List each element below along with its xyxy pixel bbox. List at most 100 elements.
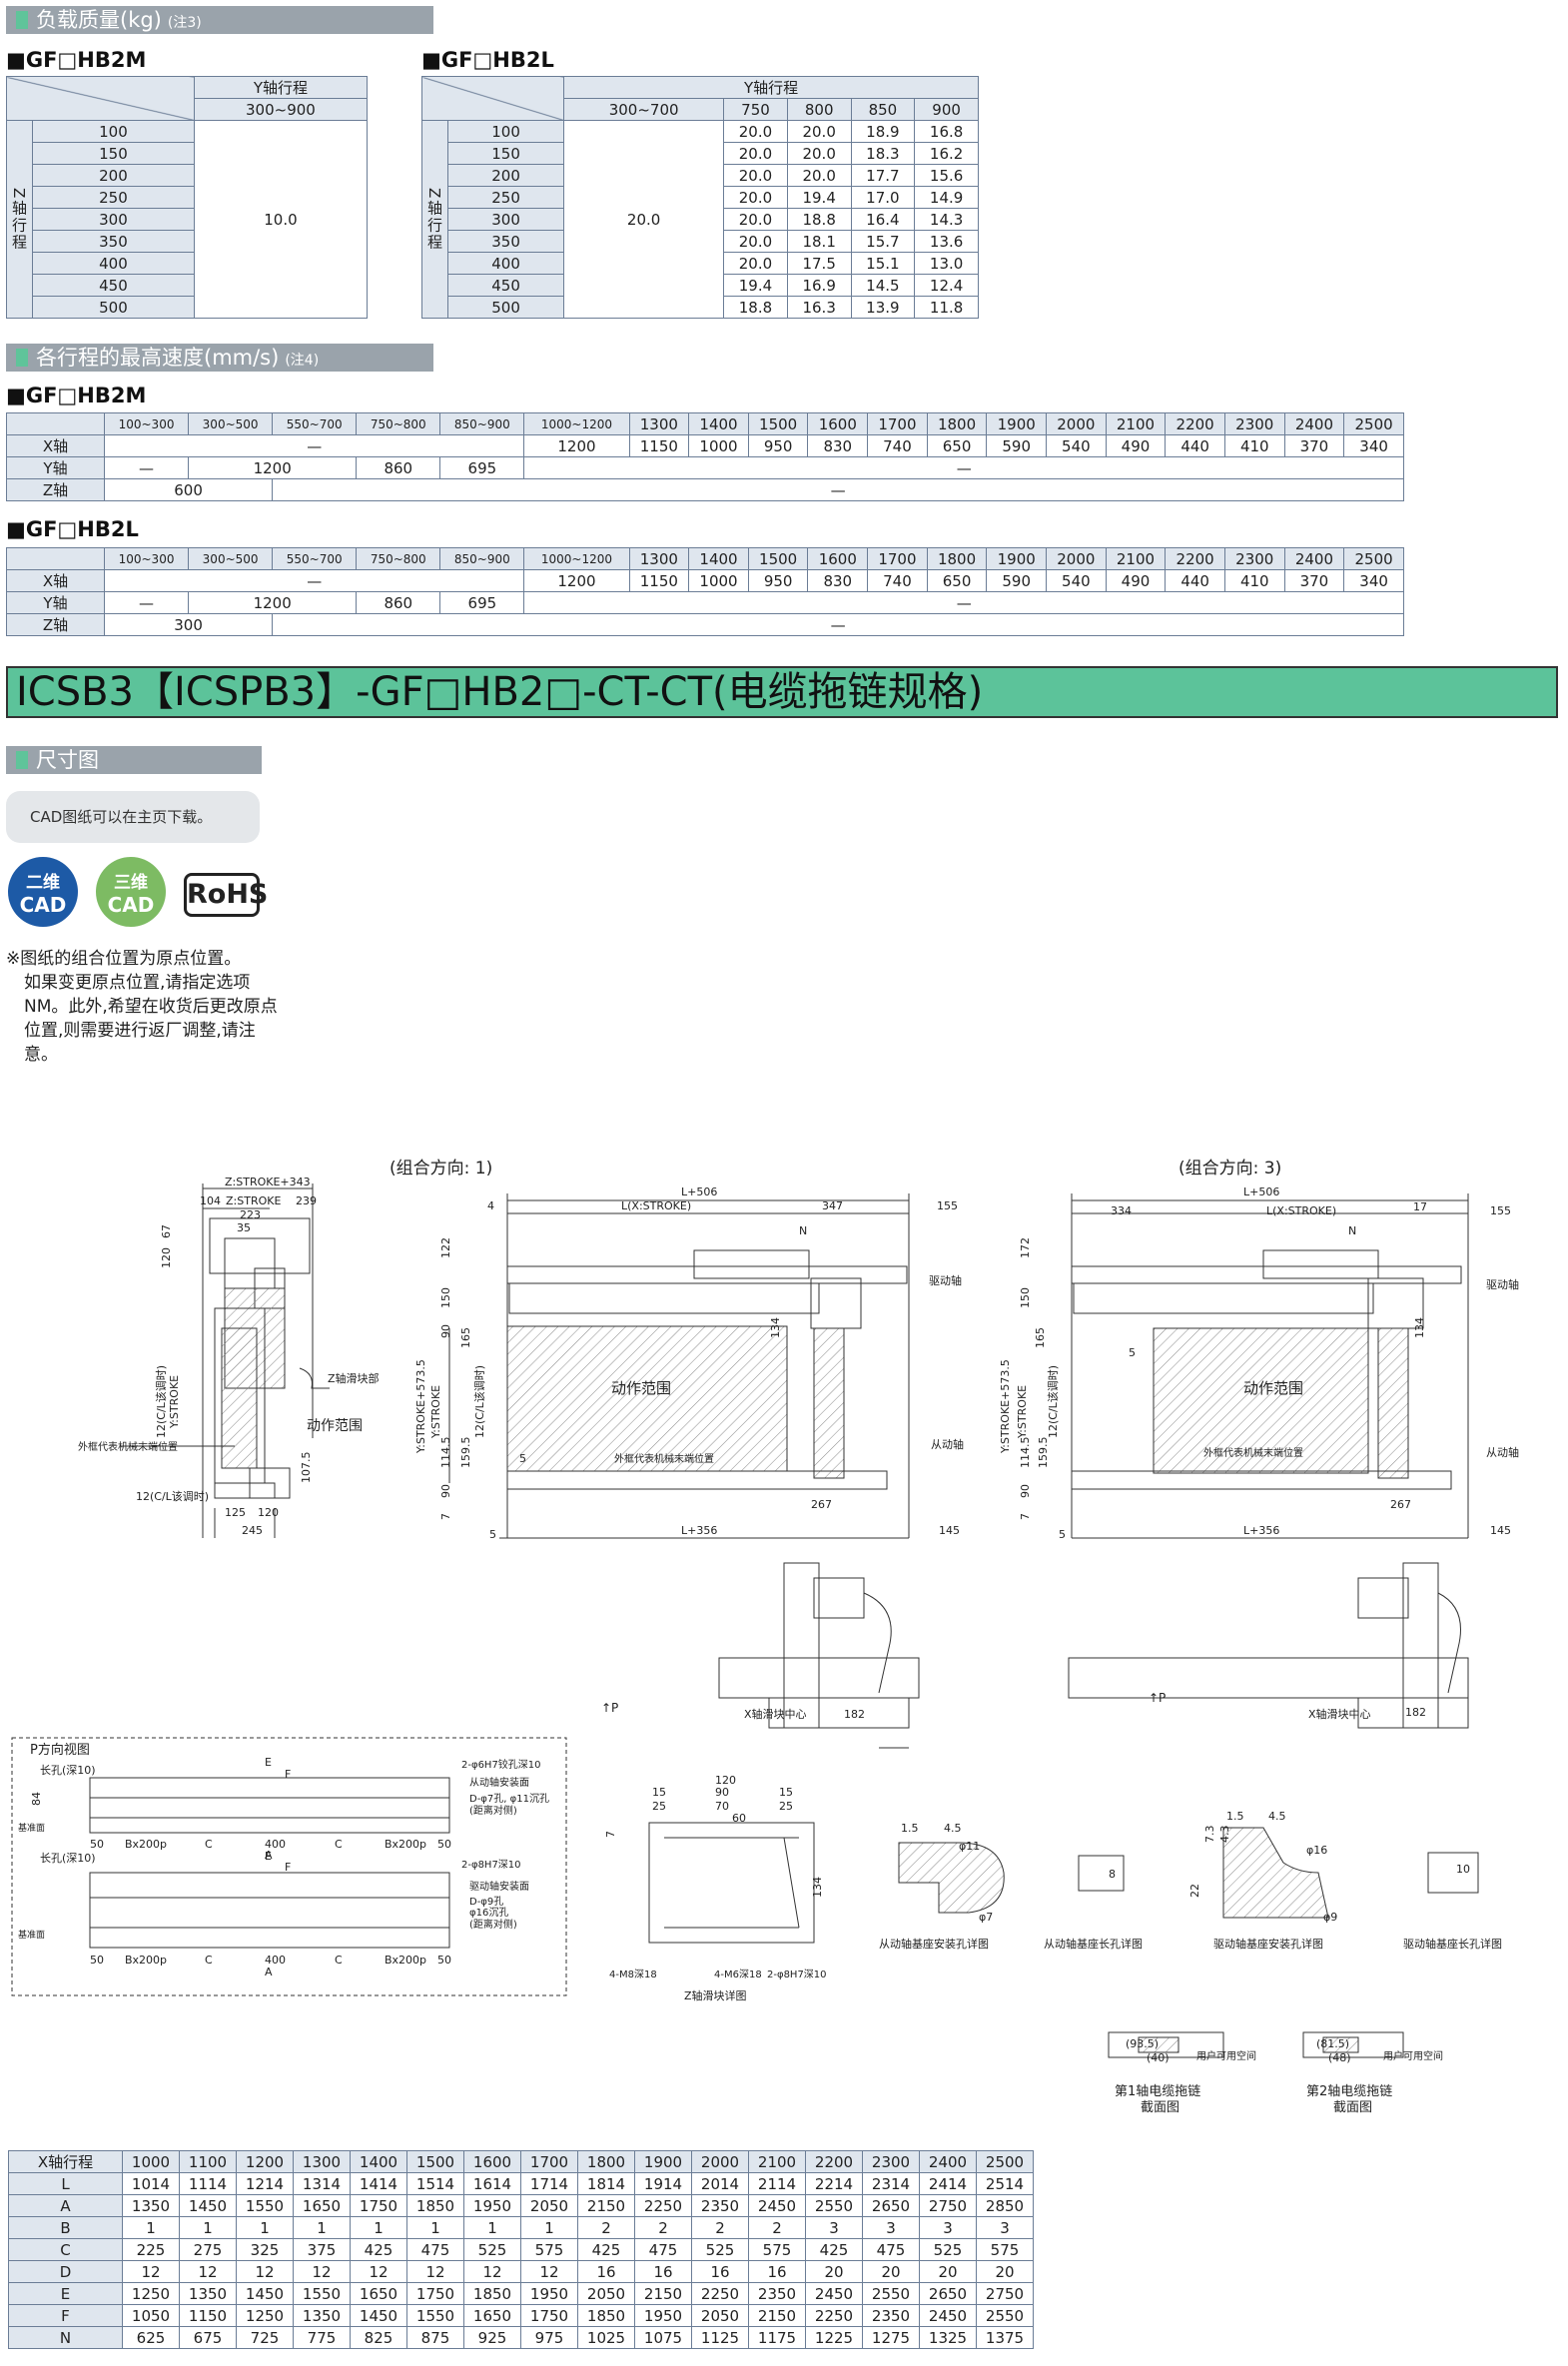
dist-2: (距离对侧) [469, 1918, 517, 1931]
y-stroke-range: 300~900 [193, 98, 369, 121]
lx-3: L(X:STROKE) [1266, 1204, 1336, 1217]
table-cell: — [523, 456, 1404, 479]
driven-axis-1: 从动轴 [931, 1437, 964, 1451]
n5-3b: 5 [1059, 1528, 1066, 1541]
table-cell: 2514 [976, 2172, 1034, 2195]
table-row: 200 [7, 164, 368, 187]
table-cell: 16.9 [786, 274, 852, 297]
base-face-1: 基准面 [18, 1822, 45, 1834]
chain2-title: 第2轴电缆拖链 [1306, 2083, 1392, 2099]
table-cell: 15.6 [914, 164, 979, 187]
cad-3d-line2: CAD [107, 893, 155, 917]
table-cell: 225 [122, 2238, 180, 2261]
table-cell: 575 [748, 2238, 806, 2261]
cad-3d-badge[interactable]: 三维 CAD [96, 857, 166, 927]
n155-3: 155 [1490, 1204, 1511, 1217]
table-row: 400 [7, 252, 368, 275]
table-cell: 1075 [634, 2326, 692, 2349]
table-cell: 1800 [926, 412, 988, 435]
table-cell: 1 [236, 2216, 294, 2239]
table-cell: 1314 [293, 2172, 351, 2195]
table-cell: — [103, 591, 190, 614]
table-cell: 20.0 [786, 164, 852, 187]
n134-1: 134 [769, 1317, 782, 1338]
table-cell: 575 [520, 2238, 578, 2261]
pin-hole-2: 2-φ8H7深10 [461, 1859, 521, 1871]
table-cell: 2150 [577, 2194, 635, 2217]
table-cell: 850~900 [439, 412, 525, 435]
table-cell: 1600 [807, 547, 869, 570]
table-cell: — [272, 478, 1404, 501]
table-cell: 3 [862, 2216, 920, 2239]
table-cell: 1850 [406, 2194, 464, 2217]
dim-section-bar: 尺寸图 [6, 746, 262, 774]
speed-section-note: (注4) [285, 353, 320, 369]
load-section-title: 负载质量(kg) [36, 8, 162, 32]
table-cell: 275 [179, 2238, 237, 2261]
table-cell: 1814 [577, 2172, 635, 2195]
table-cell: 550~700 [272, 547, 358, 570]
table-cell: 860 [356, 591, 441, 614]
table-cell: 425 [805, 2238, 863, 2261]
table-cell: 2200 [805, 2150, 863, 2173]
table-cell: 1200 [523, 569, 630, 592]
table-cell: 16.8 [914, 120, 979, 143]
table-cell: X轴 [6, 569, 105, 592]
table-cell: 1200 [236, 2150, 294, 2173]
table-cell: 950 [747, 434, 809, 457]
table-cell: 16.3 [786, 296, 852, 319]
table-cell: 20.0 [723, 252, 788, 275]
table-cell: 300 [446, 208, 565, 231]
table-cell: 12 [122, 2260, 180, 2283]
motion-range-side: 动作范围 [307, 1417, 363, 1434]
table-cell: 1150 [628, 434, 690, 457]
table-cell: 1950 [634, 2304, 692, 2327]
table-cell: 525 [919, 2238, 977, 2261]
table-cell: 1950 [463, 2194, 521, 2217]
x-center-3: X轴滑块中心 [1308, 1707, 1371, 1721]
n50-b: 50 [437, 1838, 451, 1851]
cad-2d-badge[interactable]: 二维 CAD [8, 857, 78, 927]
nN-3: N [1348, 1224, 1356, 1237]
table-cell: 1750 [406, 2282, 464, 2305]
c1-40: (40) [1147, 2051, 1170, 2064]
table-cell: 2300 [862, 2150, 920, 2173]
n120-v: 120 [160, 1247, 173, 1268]
cl-note-3: 12(C/L该调时) [1046, 1365, 1060, 1438]
table-cell: 13.6 [914, 230, 979, 253]
n90-3: 90 [1019, 1484, 1032, 1498]
n104: 104 [200, 1194, 221, 1207]
table-cell: 490 [1105, 569, 1167, 592]
table-cell: 1450 [179, 2194, 237, 2217]
table-cell: 1200 [523, 434, 630, 457]
table-cell: 350 [32, 230, 195, 253]
table-cell: X轴行程 [8, 2150, 123, 2173]
table-cell: 300~500 [188, 412, 274, 435]
table-cell: 1800 [577, 2150, 635, 2173]
table-cell: 3 [976, 2216, 1034, 2239]
table-cell: 20.0 [723, 164, 788, 187]
table-cell: 1450 [236, 2282, 294, 2305]
table-cell: 16.4 [850, 208, 916, 231]
n7-1: 7 [439, 1513, 452, 1520]
table-cell: 1850 [577, 2304, 635, 2327]
table-cell: 525 [691, 2238, 749, 2261]
table-cell: 725 [236, 2326, 294, 2349]
c2-48: (48) [1328, 2051, 1351, 2064]
load-section-note: (注3) [167, 15, 202, 31]
table-cell: 1300 [293, 2150, 351, 2173]
table-cell: 2000 [1046, 547, 1107, 570]
table-cell: 2450 [805, 2282, 863, 2305]
table-cell: 340 [1343, 569, 1404, 592]
table-cell: 400 [32, 252, 195, 275]
table-cell: 100 [32, 120, 195, 143]
table-cell: 830 [807, 434, 869, 457]
